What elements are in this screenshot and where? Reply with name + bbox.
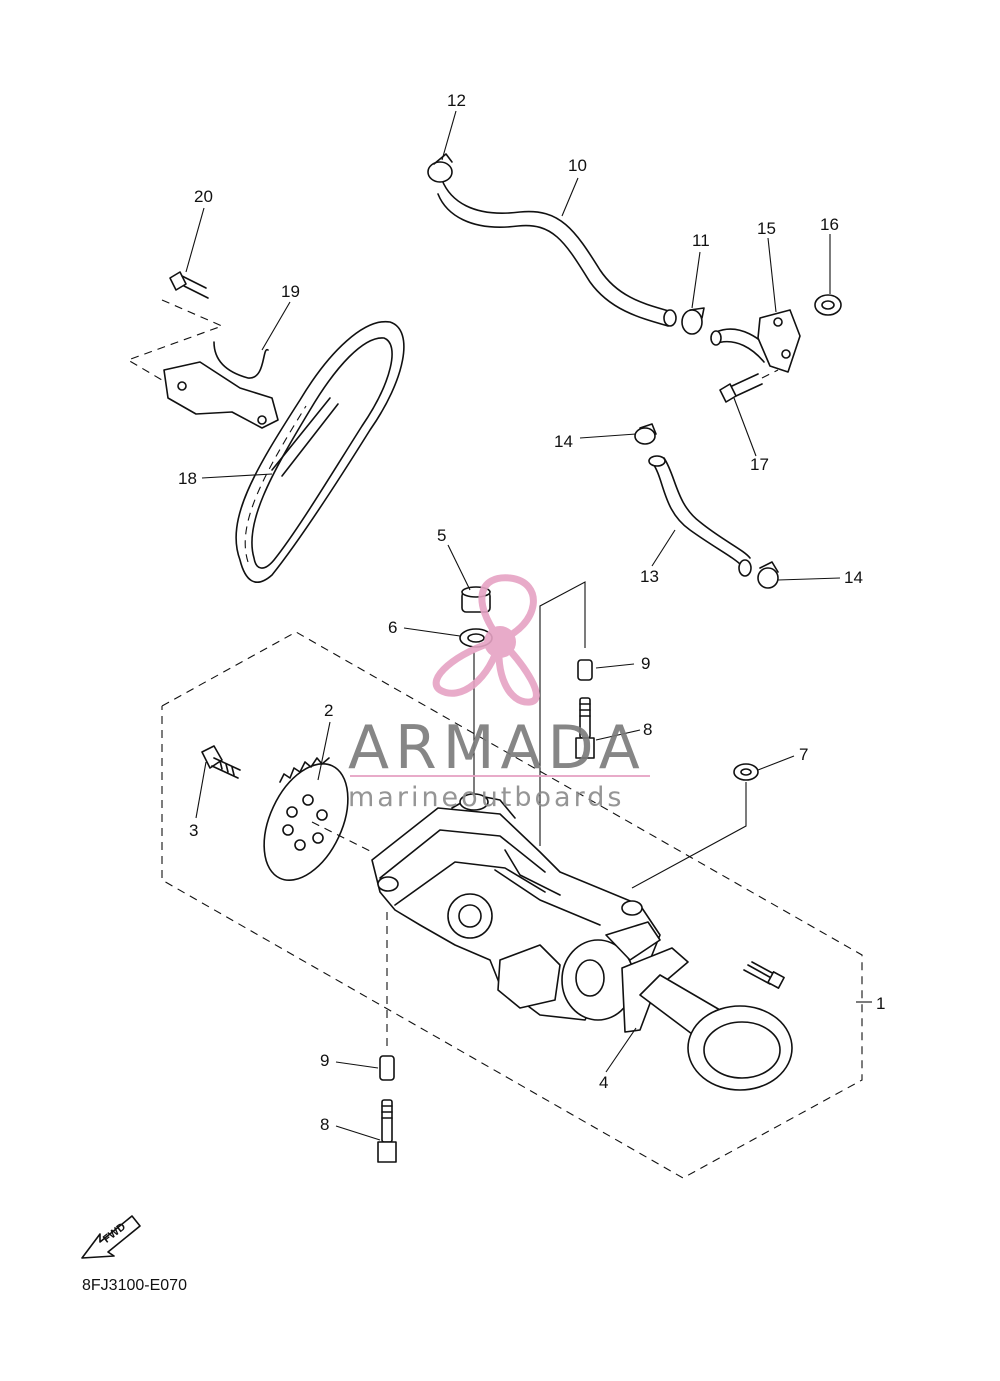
- callout-2: 2: [324, 701, 333, 720]
- callout-9-upper: 9: [641, 654, 650, 673]
- gear-bolt: [201, 745, 241, 779]
- callout-5: 5: [437, 526, 446, 545]
- watermark-tagline: marineoutboards: [348, 782, 624, 813]
- callout-11: 11: [692, 231, 710, 250]
- callout-6: 6: [388, 618, 397, 637]
- hose-lower: [634, 423, 779, 589]
- fwd-arrow-icon: FWD: [81, 1215, 141, 1259]
- oil-pump-body: [371, 794, 793, 1091]
- callout-8-lower: 8: [320, 1115, 329, 1134]
- callout-leaders: [185, 110, 872, 1141]
- callout-20: 20: [194, 187, 213, 206]
- watermark-brand: ARMADA: [348, 713, 646, 783]
- callout-1: 1: [876, 994, 885, 1013]
- callout-10: 10: [568, 156, 587, 175]
- callout-18: 18: [178, 469, 197, 488]
- armada-watermark: ARMADA marineoutboards: [348, 574, 650, 813]
- callout-14-lower: 14: [844, 568, 863, 587]
- callout-17: 17: [750, 455, 769, 474]
- washer: [631, 763, 759, 889]
- chain-guide: [126, 271, 279, 429]
- callout-15: 15: [757, 219, 776, 238]
- callout-9-lower: 9: [320, 1051, 329, 1070]
- callout-3: 3: [189, 821, 198, 840]
- dowel-pins-and-bolts: [377, 581, 595, 1163]
- callout-4: 4: [599, 1073, 608, 1092]
- callout-19: 19: [281, 282, 300, 301]
- pump-assembly-boundary: [161, 631, 863, 1179]
- propeller-logo: [432, 574, 540, 706]
- callout-8-upper: 8: [643, 720, 652, 739]
- hose-upper: [427, 153, 705, 335]
- drive-gear: [263, 757, 373, 882]
- timing-chain: [235, 320, 405, 583]
- callout-13: 13: [640, 567, 659, 586]
- callout-7: 7: [799, 745, 808, 764]
- callout-labels: 1 2 3 4 5 6 7 8 8 9 9 10 11 12 13 14 14 …: [178, 91, 885, 1134]
- callout-14-upper: 14: [554, 432, 573, 451]
- callout-16: 16: [820, 215, 839, 234]
- callout-12: 12: [447, 91, 466, 110]
- diagram-code: 8FJ3100-E070: [82, 1277, 187, 1294]
- pipe-joint: [710, 294, 842, 403]
